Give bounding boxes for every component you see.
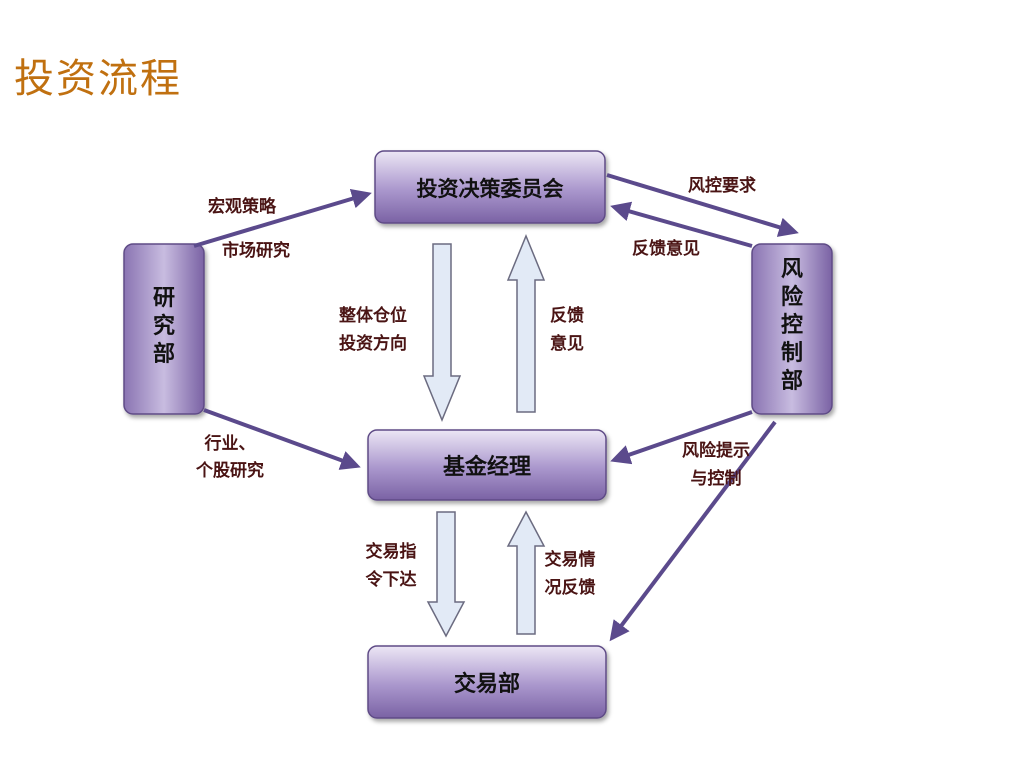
arrow-research-to-fund-manager <box>203 408 361 470</box>
block-arrow-trading-to-fund-manager <box>506 510 546 635</box>
risk-control-box: 风 险 控 制 部 <box>751 243 833 415</box>
page-title: 投资流程 <box>14 56 182 102</box>
risk-char-1: 风 <box>781 257 803 282</box>
label-feedback-vertical-line1: 反馈 <box>550 305 584 326</box>
risk-char-4: 制 <box>781 341 803 366</box>
arrow-risk-to-committee <box>610 201 753 248</box>
block-arrow-fund-manager-to-trading <box>426 511 466 638</box>
block-arrow-fund-manager-to-committee <box>506 234 546 413</box>
label-overall-position-line1: 整体仓位 <box>339 305 407 326</box>
label-risk-requirement: 风控要求 <box>688 175 756 196</box>
label-feedback-opinion: 反馈意见 <box>632 238 700 259</box>
label-overall-position-line2: 投资方向 <box>339 333 407 354</box>
label-trade-feedback-line2: 况反馈 <box>545 577 596 598</box>
committee-label: 投资决策委员会 <box>417 177 564 201</box>
arrow-research-to-committee <box>193 189 372 248</box>
committee-box: 投资决策委员会 <box>374 150 606 224</box>
fund-manager-label: 基金经理 <box>443 454 531 480</box>
label-macro-strategy: 宏观策略 <box>208 196 277 217</box>
label-feedback-vertical-line2: 意见 <box>550 333 584 354</box>
label-trade-order-line1: 交易指 <box>366 541 417 562</box>
label-industry-research-line1: 行业、 <box>204 433 256 454</box>
risk-char-5: 部 <box>781 368 803 394</box>
trading-box: 交易部 <box>367 645 607 719</box>
label-trade-order-line2: 令下达 <box>366 569 417 590</box>
arrow-committee-to-risk <box>606 173 799 237</box>
label-risk-control-line2: 与控制 <box>691 468 742 489</box>
arrow-risk-to-trading <box>609 420 777 642</box>
fund-manager-box: 基金经理 <box>367 429 607 501</box>
label-risk-control-line1: 风险提示 <box>682 440 750 461</box>
research-box: 研 究 部 <box>123 243 205 415</box>
research-char-1: 研 <box>153 286 175 311</box>
trading-label: 交易部 <box>454 671 520 697</box>
block-arrow-committee-to-fund-manager <box>422 243 462 422</box>
risk-char-3: 控 <box>781 312 803 338</box>
risk-char-2: 险 <box>781 284 804 310</box>
research-char-2: 究 <box>153 313 175 339</box>
research-char-3: 部 <box>153 341 175 367</box>
label-market-research: 市场研究 <box>222 240 290 261</box>
arrow-risk-to-fund-manager <box>610 410 753 465</box>
label-trade-feedback-line1: 交易情 <box>545 549 596 570</box>
label-industry-research-line2: 个股研究 <box>195 460 264 481</box>
